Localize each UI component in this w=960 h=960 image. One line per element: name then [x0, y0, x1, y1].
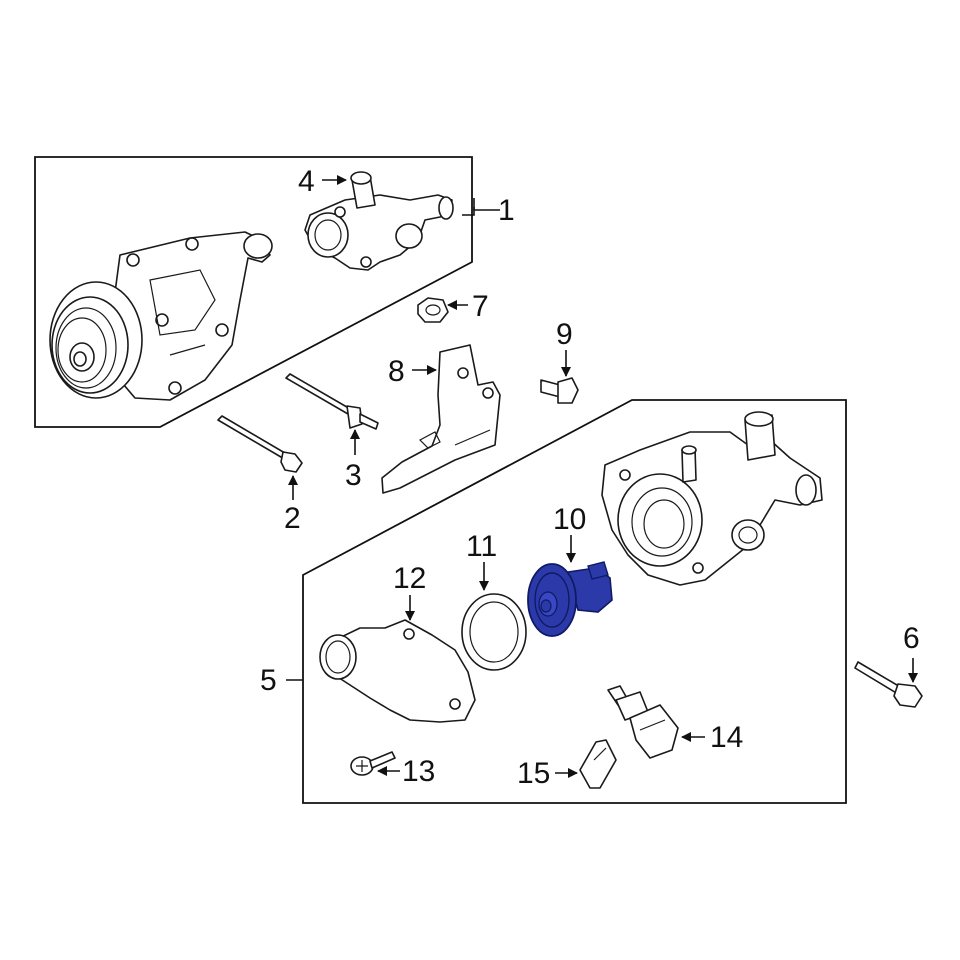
bracket	[381, 344, 501, 494]
callout-13: 13	[402, 755, 435, 788]
thermostat-housing-upper	[304, 171, 454, 271]
bolt-short	[540, 377, 579, 404]
thermostat-highlighted	[527, 561, 613, 637]
callout-7: 7	[472, 290, 489, 323]
retaining-clip	[579, 739, 617, 789]
water-pump	[49, 231, 273, 401]
callout-8: 8	[388, 355, 405, 388]
callout-4: 4	[298, 165, 315, 198]
callout-14: 14	[710, 721, 743, 754]
callout-11: 11	[466, 530, 497, 563]
callout-6: 6	[903, 622, 920, 655]
callout-15: 15	[517, 757, 550, 790]
leader-lines	[286, 175, 918, 778]
water-outlet	[319, 619, 476, 723]
callout-10: 10	[553, 503, 586, 536]
temperature-sensor	[607, 685, 679, 759]
callout-3: 3	[345, 459, 362, 492]
callout-1: 1	[498, 194, 515, 227]
screw	[350, 751, 396, 776]
callout-9: 9	[556, 318, 573, 351]
gasket-ring	[461, 593, 527, 671]
bolt-long-2	[217, 415, 303, 473]
upper-assembly-frame	[34, 156, 473, 428]
nut	[417, 297, 449, 323]
stud-bolt-3	[285, 373, 379, 430]
thermostat-housing-lower	[601, 411, 823, 586]
bolt-long-6	[854, 661, 923, 708]
lower-assembly-frame	[302, 399, 847, 804]
callout-12: 12	[393, 562, 426, 595]
callout-2: 2	[284, 502, 301, 535]
callout-5: 5	[260, 664, 277, 697]
